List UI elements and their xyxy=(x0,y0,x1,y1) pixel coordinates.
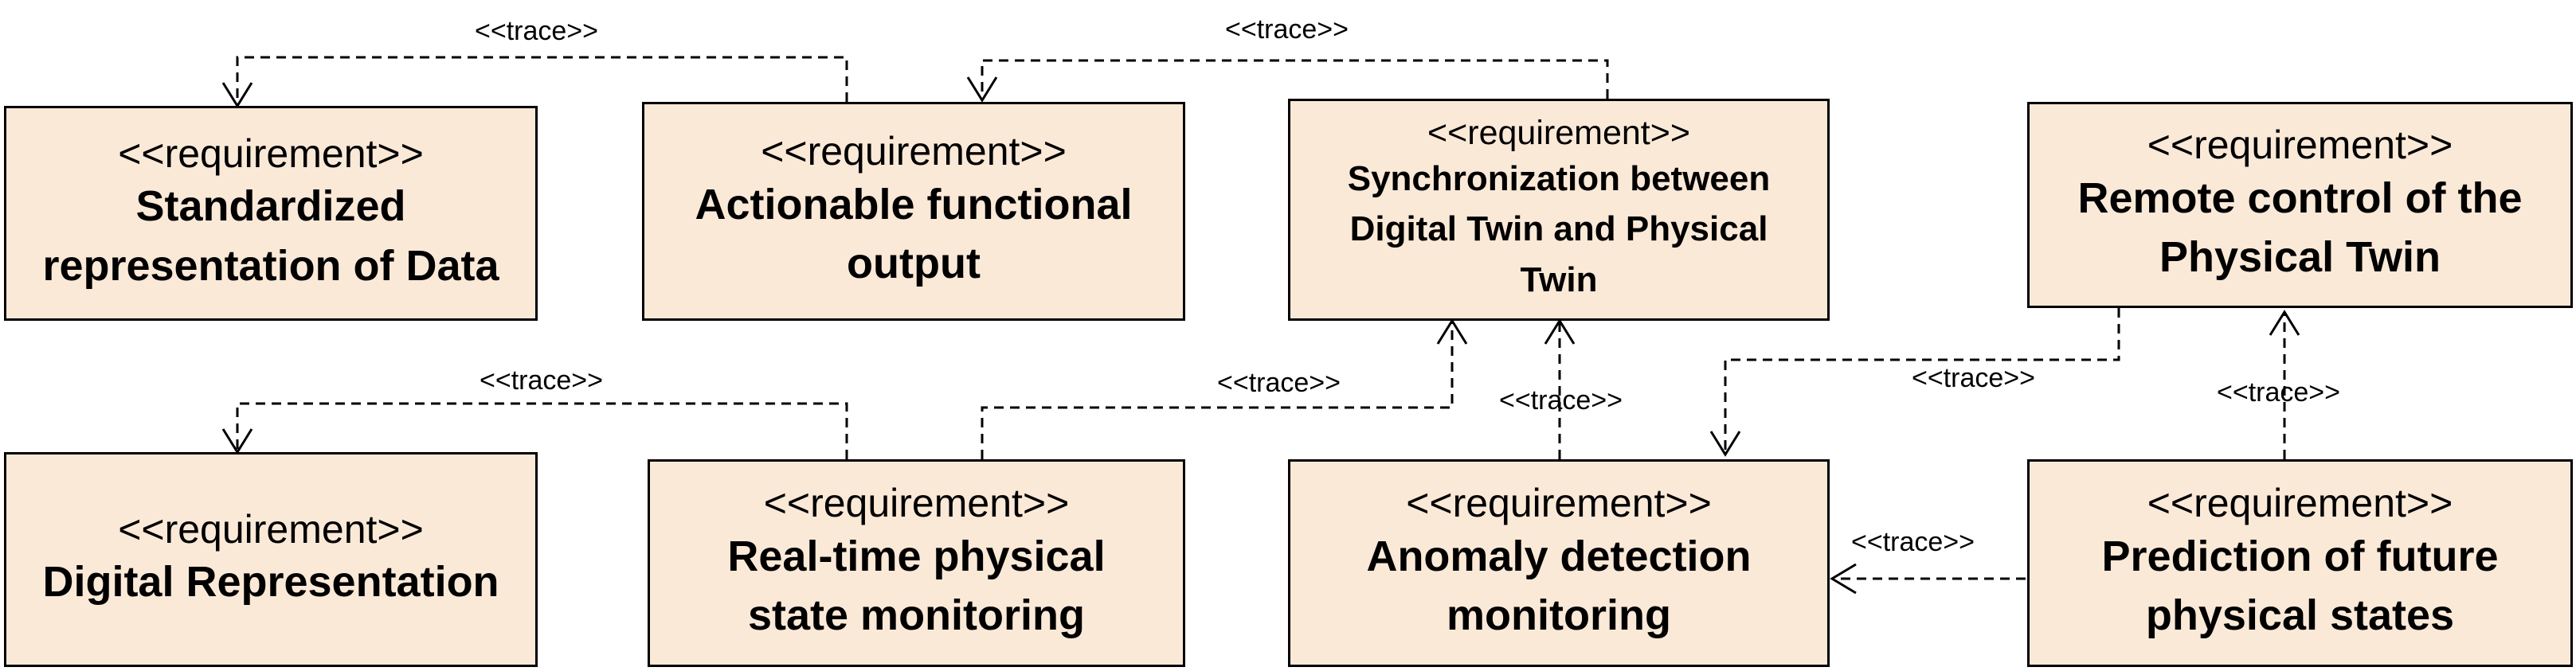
requirement-name: Synchronization between Digital Twin and… xyxy=(1347,158,1771,300)
requirement-anomaly-detection-monitoring[interactable]: <<requirement>> Anomaly detection monito… xyxy=(1288,459,1830,667)
requirement-name: Real-time physical state monitoring xyxy=(727,532,1106,640)
requirement-digital-representation[interactable]: <<requirement>> Digital Representation xyxy=(4,452,538,667)
requirement-name: Digital Representation xyxy=(42,558,499,607)
trace-label: <<trace>> xyxy=(1851,527,1975,557)
requirement-remote-control-physical-twin[interactable]: <<requirement>> Remote control of the Ph… xyxy=(2027,102,2573,308)
requirement-actionable-functional-output[interactable]: <<requirement>> Actionable functional ou… xyxy=(642,102,1185,321)
trace-label: <<trace>> xyxy=(1225,14,1349,45)
trace-label: <<trace>> xyxy=(1499,385,1623,415)
trace-label: <<trace>> xyxy=(480,365,603,396)
requirement-name: Prediction of future physical states xyxy=(2101,532,2499,640)
trace-connector: <<trace>> xyxy=(1830,527,2026,595)
trace-connector: <<trace>> xyxy=(221,16,848,108)
trace-label: <<trace>> xyxy=(1217,368,1341,398)
stereotype-label: <<requirement>> xyxy=(761,129,1067,174)
requirement-standardized-representation-of-data[interactable]: <<requirement>> Standardized representat… xyxy=(4,106,538,321)
requirement-name: Remote control of the Physical Twin xyxy=(2077,174,2523,282)
stereotype-label: <<requirement>> xyxy=(2147,123,2453,168)
stereotype-label: <<requirement>> xyxy=(2147,481,2453,526)
requirement-name: Actionable functional output xyxy=(695,180,1133,288)
trace-label: <<trace>> xyxy=(475,16,598,46)
trace-connector: <<trace>> xyxy=(1499,318,1623,459)
requirement-prediction-future-physical-states[interactable]: <<requirement>> Prediction of future phy… xyxy=(2027,459,2573,667)
trace-label: <<trace>> xyxy=(1912,363,2035,393)
requirement-real-time-physical-state-monitoring[interactable]: <<requirement>> Real-time physical state… xyxy=(648,459,1185,667)
trace-connector: <<trace>> xyxy=(2217,310,2340,459)
trace-connector: <<trace>> xyxy=(981,318,1468,459)
trace-connector: <<trace>> xyxy=(966,14,1609,103)
requirement-synchronization-dt-pt[interactable]: <<requirement>> Synchronization between … xyxy=(1288,99,1830,321)
stereotype-label: <<requirement>> xyxy=(118,131,424,176)
stereotype-label: <<requirement>> xyxy=(1406,481,1712,526)
requirement-name: Anomaly detection monitoring xyxy=(1366,532,1752,640)
stereotype-label: <<requirement>> xyxy=(1427,114,1690,153)
trace-connector: <<trace>> xyxy=(1709,308,2120,457)
stereotype-label: <<requirement>> xyxy=(118,506,424,552)
trace-connector: <<trace>> xyxy=(221,365,848,459)
trace-label: <<trace>> xyxy=(2217,377,2340,408)
stereotype-label: <<requirement>> xyxy=(763,481,1070,526)
requirement-name: Standardized representation of Data xyxy=(42,182,499,290)
